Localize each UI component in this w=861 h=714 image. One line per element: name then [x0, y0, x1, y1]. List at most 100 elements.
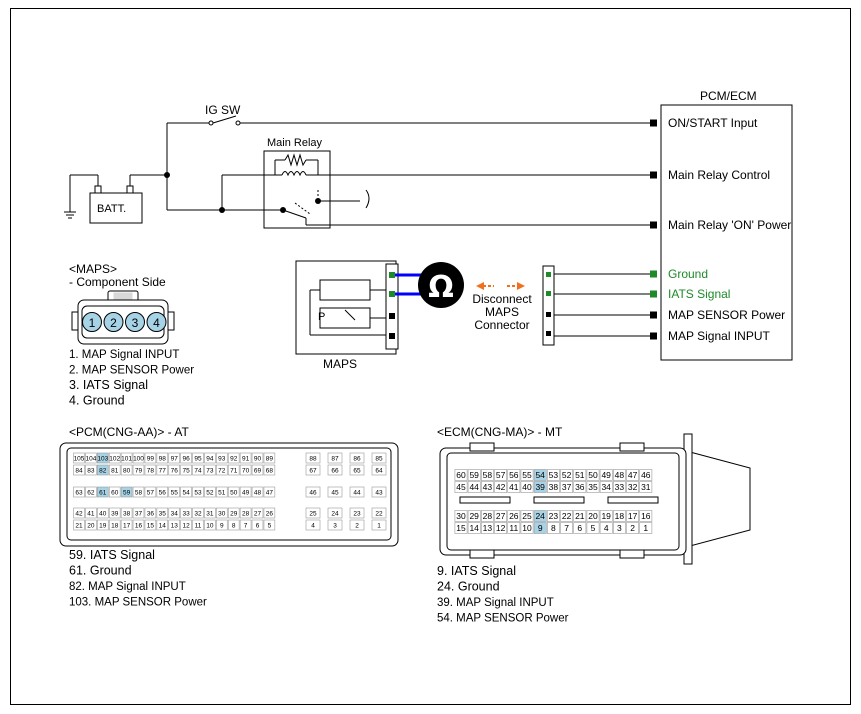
ecm-connector-body [439, 433, 751, 565]
pcm-pin-number: 98 [159, 455, 167, 462]
pcm-terminal [650, 171, 657, 179]
ecm-pin-cell [533, 522, 547, 534]
pcm-ecm-label: PCM/ECM [700, 89, 757, 103]
pcm-pin-number: 63 [75, 489, 83, 496]
pcm-pin-cell [144, 452, 157, 464]
pcm-pin-number: 101 [121, 455, 132, 462]
ecm-pin-cell [599, 510, 613, 522]
pcm-pin-number: 83 [87, 467, 95, 474]
pcm-pin-number: 90 [254, 455, 262, 462]
pcm-pin-cell [85, 507, 97, 519]
pcm-pin-number: 74 [194, 467, 202, 474]
ecm-pin-cell [454, 510, 468, 522]
ecm-pin-cell [639, 469, 653, 481]
pcm-pin-cell [239, 464, 252, 476]
pcm-desc-line: 59. IATS Signal [69, 548, 155, 562]
pcm-pin-cell [204, 507, 216, 519]
pcm-pin-cell [156, 464, 169, 476]
ecm-pin-cell [507, 469, 521, 481]
pcm-pin-number: 69 [254, 467, 262, 474]
pcm-pin-number: 65 [353, 467, 361, 474]
ecm-pin-cell [546, 469, 560, 481]
pcm-pin-cell [371, 486, 387, 498]
pcm-pin-number: 64 [375, 467, 383, 474]
pcm-pin-cell [120, 486, 133, 498]
pcm-pin-label: MAP Signal INPUT [668, 329, 770, 343]
pcm-pin-number: 84 [75, 467, 83, 474]
pcm-pin-cell [168, 507, 180, 519]
ecm-pin-cell [507, 522, 521, 534]
pcm-pin-number: 76 [171, 467, 179, 474]
pcm-pin-cell [216, 507, 228, 519]
pcm-pin-cell [192, 464, 204, 476]
pcm-pin-number: 104 [85, 455, 96, 462]
pcm-pin-cell [263, 519, 276, 531]
pcm-pin-number: 12 [182, 522, 190, 529]
ecm-pin-cell [533, 510, 547, 522]
maps-desc-line: 1. MAP Signal INPUT [69, 349, 179, 361]
maps-pin-number: 1 [89, 316, 96, 330]
pcm-pin-cell [204, 486, 216, 498]
ecm-pin-cell [533, 469, 547, 481]
pcm-pin-cell [263, 452, 276, 464]
ecm-pin-cell [494, 510, 507, 522]
pcm-pin-number: 39 [111, 510, 119, 517]
pcm-pin-cell [305, 452, 321, 464]
pcm-pin-cell [156, 486, 169, 498]
ecm-pin-number: 28 [483, 511, 493, 521]
battery-box [89, 192, 143, 224]
pcm-pin-number: 43 [375, 489, 383, 496]
pcm-pin-cell [132, 507, 145, 519]
maps-desc-line: 2. MAP SENSOR Power [69, 365, 194, 377]
ecm-pin-number: 60 [456, 470, 466, 480]
ecm-desc-line: 9. IATS Signal [437, 564, 516, 578]
ecm-pin-cell [480, 522, 494, 534]
pcm-terminal [650, 311, 657, 319]
ecm-pin-number: 20 [588, 511, 598, 521]
pcm-pin-number: 42 [75, 510, 83, 517]
ecm-pin-cell [612, 469, 626, 481]
battery-label: BATT. [97, 203, 126, 215]
pcm-pin-number: 46 [309, 489, 317, 496]
pcm-pin-cell [192, 519, 204, 531]
ecm-desc-line: 54. MAP SENSOR Power [437, 613, 569, 625]
pcm-pin-number: 66 [331, 467, 339, 474]
ecm-pin-number: 6 [577, 523, 582, 533]
pcm-pin-cell [120, 519, 133, 531]
pcm-pin-number: 44 [353, 489, 361, 496]
pcm-pin-cell [168, 486, 180, 498]
pcm-pin-number: 70 [242, 467, 250, 474]
ecm-pin-cell [507, 510, 521, 522]
maps-desc-line: 3. IATS Signal [69, 378, 148, 392]
ecm-pin-cell [520, 469, 534, 481]
pcm-pin-number: 25 [309, 510, 317, 517]
pcm-terminal [650, 119, 657, 127]
pcm-pin-number: 51 [218, 489, 226, 496]
pcm-pin-cell [97, 507, 109, 519]
maps-pin-4 [146, 312, 167, 332]
pcm-pin-cell [371, 464, 387, 476]
ecm-pin-cell [494, 522, 507, 534]
pcm-pin-number: 30 [218, 510, 226, 517]
ecm-pin-number: 37 [562, 482, 572, 492]
pcm-pin-cell [327, 507, 343, 519]
ecm-pin-cell [586, 469, 600, 481]
ecm-pin-cell [612, 522, 626, 534]
pcm-pin-number: 103 [97, 455, 108, 462]
pcm-pin-cell [216, 486, 228, 498]
pcm-pin-number: 48 [254, 489, 262, 496]
ecm-pin-cell [586, 522, 600, 534]
pcm-pin-number: 52 [206, 489, 214, 496]
ecm-pin-number: 39 [535, 482, 545, 492]
ecm-pin-cell [639, 510, 653, 522]
pcm-pin-cell [144, 464, 157, 476]
pcm-pin-number: 26 [266, 510, 274, 517]
pcm-pin-cell [132, 452, 145, 464]
ecm-pin-cell [467, 481, 481, 493]
pcm-pin-cell [251, 464, 264, 476]
ecm-pin-number: 13 [483, 523, 493, 533]
pcm-pin-number: 99 [147, 455, 155, 462]
junction-dots [164, 172, 321, 213]
ecm-pin-cell [599, 522, 613, 534]
ecm-pin-cell [494, 469, 507, 481]
